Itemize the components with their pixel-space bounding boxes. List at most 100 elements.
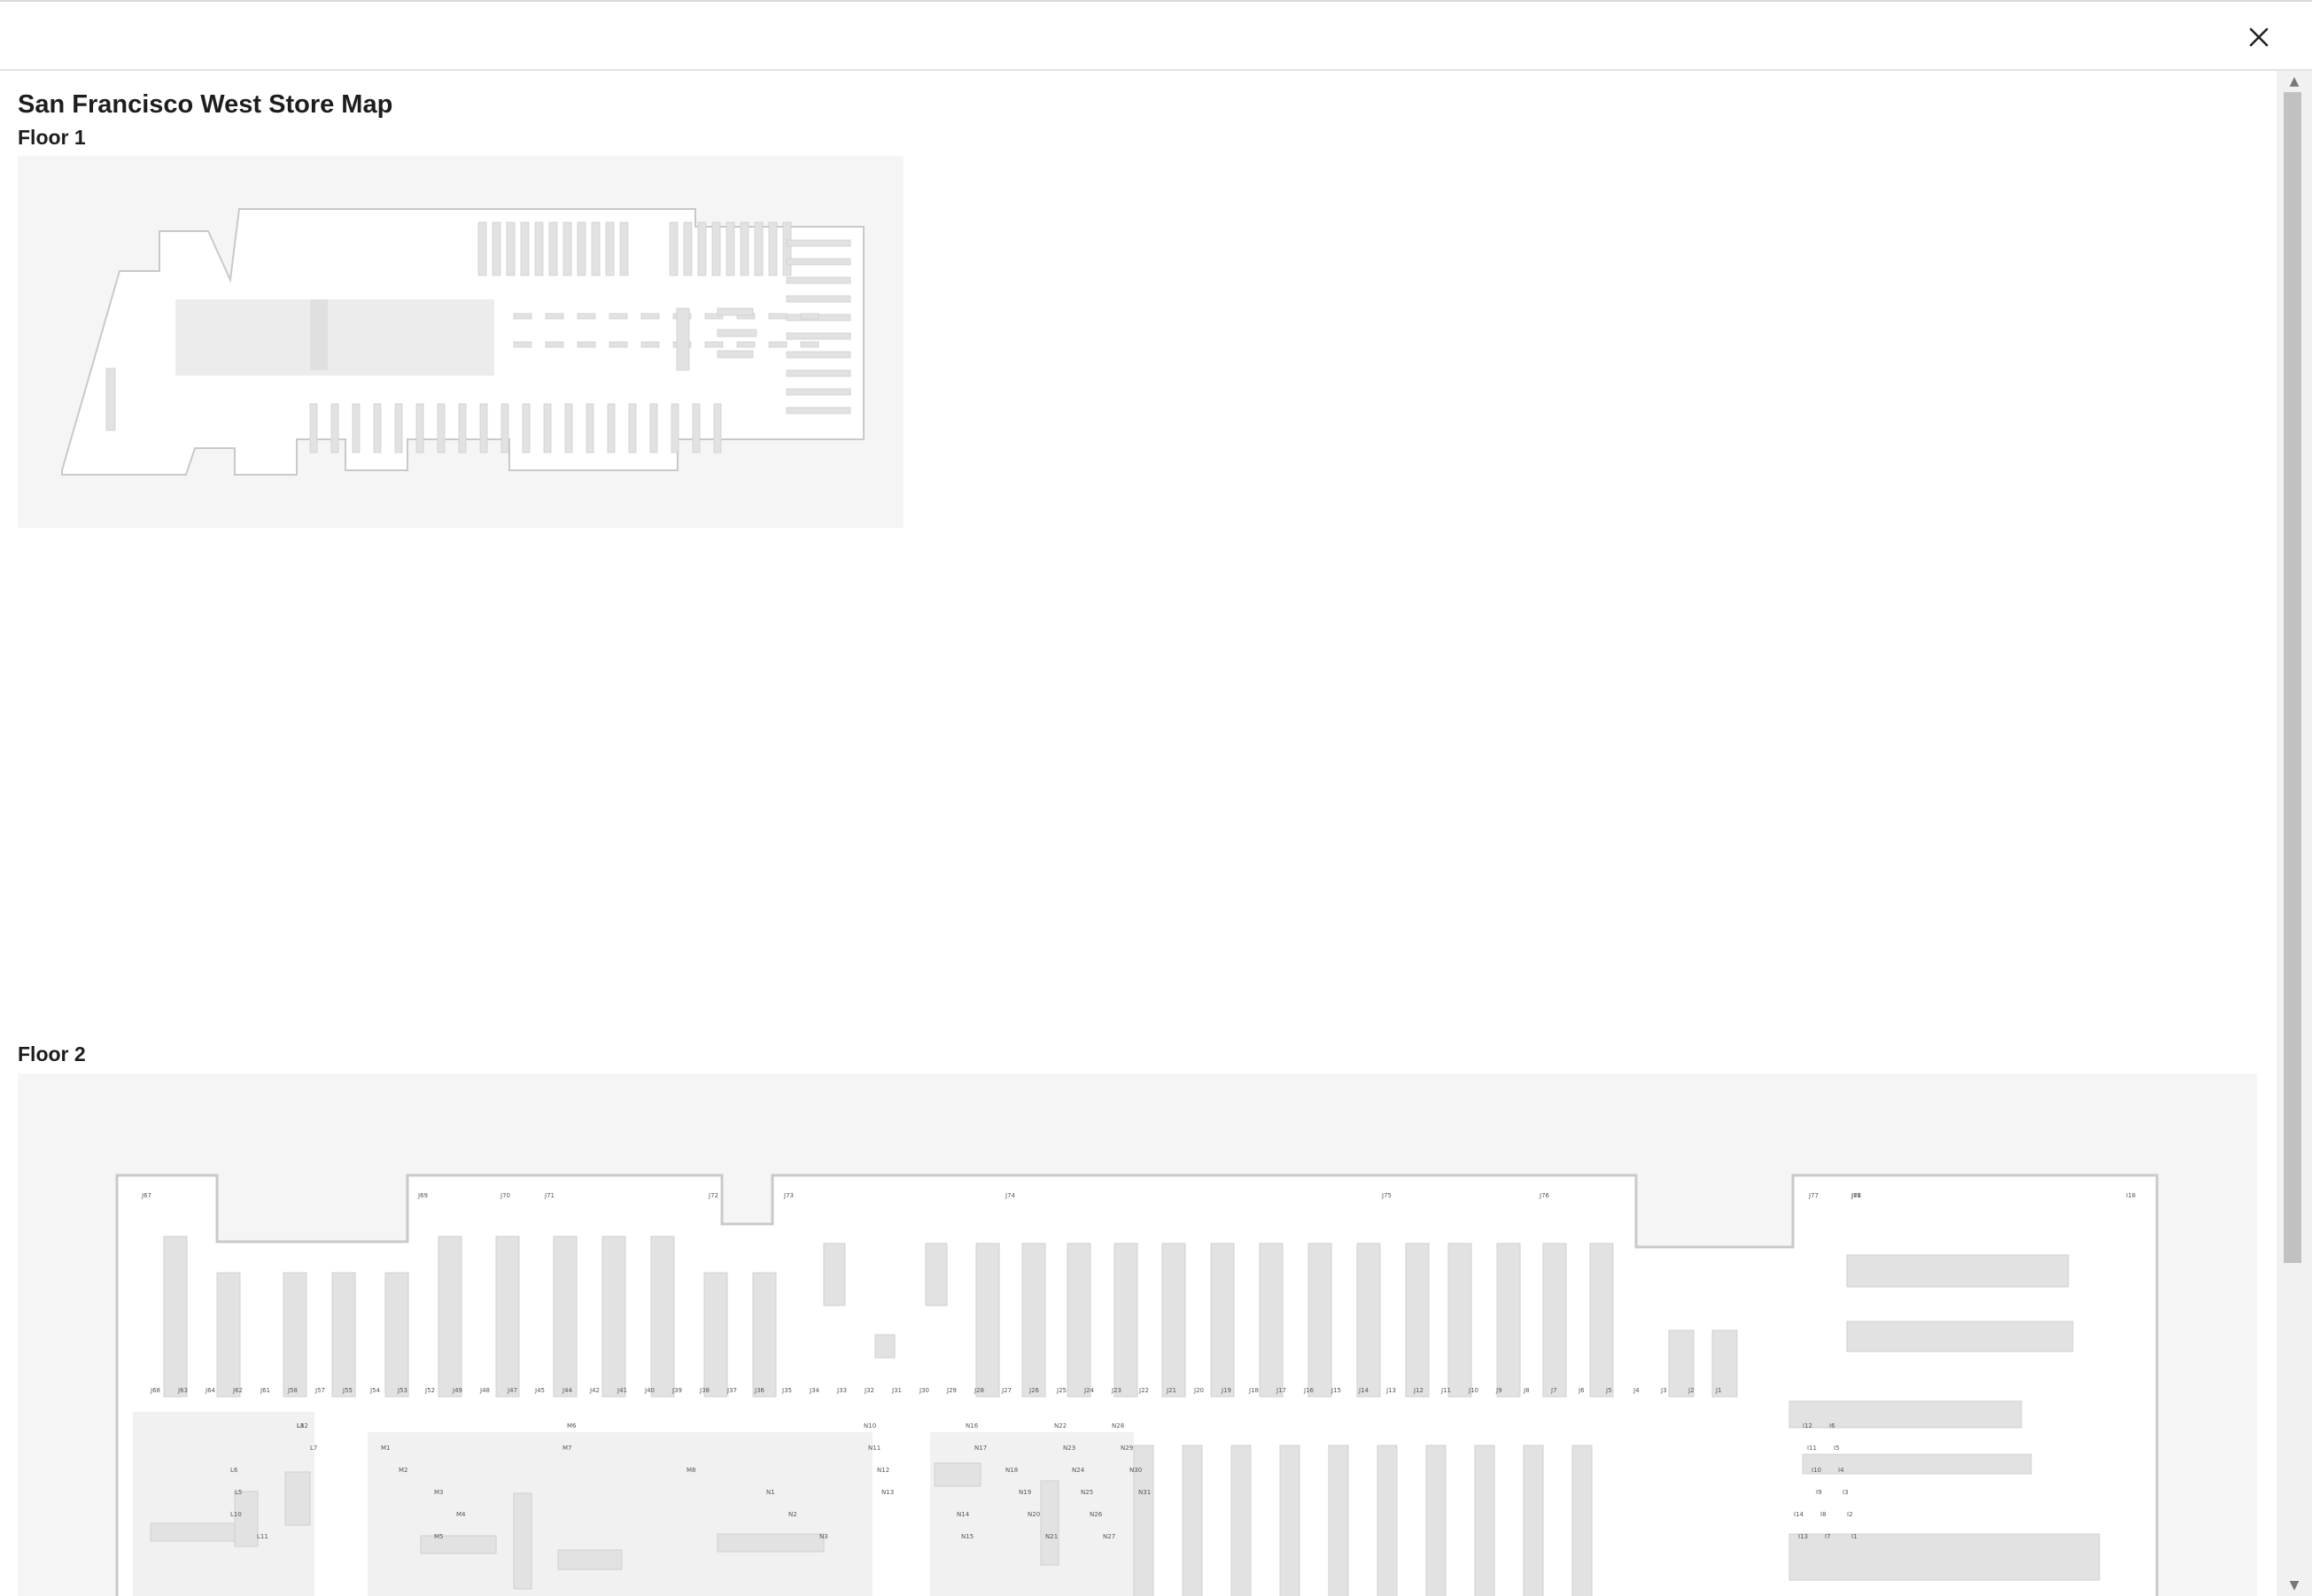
floor1-aisle [671,403,679,453]
floor2-label-I14: I14 [1794,1511,1804,1518]
floor1-rack [800,313,819,320]
floor2-table [420,1535,497,1554]
floor1-aisle [669,221,679,276]
floor1-aisle [591,221,601,276]
floor2-aisle [283,1272,307,1398]
floor1-aisle [520,221,530,276]
floor1-rack [545,313,564,320]
scrollbar-thumb[interactable] [2284,92,2301,1263]
floor1-aisle [506,221,516,276]
floor2-label-J71: J71 [544,1192,555,1199]
floor2-label-I12: I12 [1803,1422,1812,1429]
floor1-rack [717,307,754,316]
floor1-aisle [628,403,637,453]
floor2-label-N23: N23 [1063,1445,1075,1452]
floor2-label-I6: I6 [1829,1422,1835,1429]
floor2-label-I8: I8 [1820,1511,1827,1518]
floor2-label-J2: J2 [1687,1387,1695,1394]
floor1-wall-shelf [786,276,851,284]
floor2-label-N31: N31 [1138,1489,1151,1496]
floor2-label-J27: J27 [1001,1387,1012,1394]
floor2-label-J11: J11 [1440,1387,1451,1394]
floor2-table [717,1533,825,1553]
floor2-aisle [1230,1445,1252,1596]
floor2-aisle [650,1236,675,1398]
floor1-aisle [725,221,735,276]
floor1-aisle [458,403,467,453]
floor2-label-J61: J61 [260,1387,270,1394]
floor2-label-J44: J44 [562,1387,573,1394]
floor2-label-J7: J7 [1550,1387,1557,1394]
floor1-wall-shelf [786,258,851,266]
floor2-label-L12: L12 [297,1422,308,1429]
floor2-aisle [1113,1243,1138,1398]
floor2-aisle [1425,1445,1447,1596]
floor2-label-J5: J5 [1605,1387,1612,1394]
floor2-label-M7: M7 [562,1445,572,1452]
floor2-label-N21: N21 [1045,1533,1058,1540]
close-icon[interactable] [2241,19,2277,55]
floor2-label-N24: N24 [1072,1467,1085,1474]
floor2-label-N3: N3 [819,1533,828,1540]
floor2-label-J19: J19 [1221,1387,1231,1394]
floor2-label-I11: I11 [1807,1445,1817,1452]
floor2-aisle [216,1272,241,1398]
floor2-label-L7: L7 [310,1445,317,1452]
floor2-label-J37: J37 [726,1387,737,1394]
floor1-rack [768,313,787,320]
floor2-aisle [1589,1243,1614,1398]
floor2-aisle [1259,1243,1284,1398]
floor1-aisle [352,403,361,453]
floor2-aisle [163,1236,188,1398]
modal-header [0,0,2312,71]
floor1-aisle [562,221,572,276]
floor1-rack [717,329,757,337]
floor1-rack [717,350,754,359]
floor1-wall-shelf [786,332,851,340]
floor1-aisle [683,221,693,276]
floor2-label-J45: J45 [534,1387,545,1394]
floor2-label-N10: N10 [864,1422,876,1429]
floor2-aisle [1405,1243,1430,1398]
floor-1-map[interactable] [18,156,904,528]
floor2-label-J32: J32 [864,1387,874,1394]
floor2-wall-shelf [1846,1321,2074,1352]
floor1-aisle [754,221,764,276]
floor2-label-M6: M6 [567,1422,577,1429]
floor2-label-I4: I4 [1838,1467,1844,1474]
floor2-label-J39: J39 [671,1387,682,1394]
floor1-aisle [500,403,509,453]
floor1-wall-shelf [786,388,851,396]
floor2-label-N30: N30 [1129,1467,1142,1474]
floor2-label-N29: N29 [1121,1445,1133,1452]
floor1-aisle [534,221,544,276]
floor2-aisle [1711,1329,1738,1398]
floor1-aisle [768,221,778,276]
floor2-aisle [1668,1329,1695,1398]
vertical-scrollbar[interactable]: ▲ ▼ [2277,71,2312,1596]
floor2-label-L8: L8 [297,1422,304,1429]
floor1-rack [545,341,564,348]
floor2-aisle [1307,1243,1332,1398]
floor2-aisle [1377,1445,1398,1596]
floor2-table [513,1492,532,1590]
scroll-down-arrow-icon[interactable]: ▼ [2289,1578,2300,1592]
floor2-display [874,1334,896,1359]
floor2-label-J24: J24 [1083,1387,1095,1394]
floor2-label-N11: N11 [868,1445,881,1452]
floor2-aisle [1021,1243,1046,1398]
floor2-wall-shelf [1788,1533,2100,1581]
floor2-label-J23: J23 [1111,1387,1121,1394]
floor1-rack [704,341,724,348]
floor1-wall-shelf [786,369,851,377]
floor1-aisle [479,403,488,453]
scroll-up-arrow-icon[interactable]: ▲ [2289,74,2300,89]
page-title: San Francisco West Store Map [18,90,393,119]
floor2-label-J70: J70 [500,1192,510,1199]
floor2-wall-shelf [1788,1400,2022,1429]
floor2-aisle [1496,1243,1521,1398]
floor1-rack [800,341,819,348]
floor2-label-I1: I1 [1851,1533,1858,1540]
floor2-label-J20: J20 [1193,1387,1204,1394]
